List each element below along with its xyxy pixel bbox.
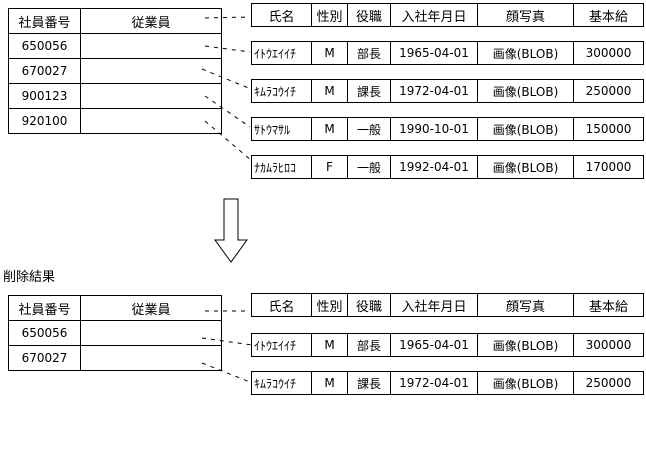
header-cell-employee-id: 社員番号 [8,8,81,34]
sex-cell: M [311,333,348,357]
photo-cell: 画像(BLOB) [477,371,574,395]
deletion-result-label: 削除結果 [3,270,56,285]
employee-id-cell: 670027 [8,58,81,84]
header-cell-salary: 基本給 [573,293,644,317]
table-row: 900123 [8,83,222,109]
employee-ref-cell [80,58,222,84]
salary-cell: 150000 [573,117,644,141]
photo-cell: 画像(BLOB) [477,41,574,65]
name-cell: ｲﾄｳｴｲｲﾁ [251,333,312,357]
detail-row-cells: ｲﾄｳｴｲｲﾁ M 部長 1965-04-01 画像(BLOB) 300000 [251,41,644,65]
detail-row: ｲﾄｳｴｲｲﾁ M 部長 1965-04-01 画像(BLOB) 300000 [251,41,644,65]
photo-cell: 画像(BLOB) [477,79,574,103]
sex-cell: M [311,117,348,141]
header-cell-photo: 顔写真 [477,293,574,317]
title-cell: 部長 [347,41,391,65]
detail-header: 氏名 性別 役職 入社年月日 顔写真 基本給 [251,3,644,27]
sex-cell: M [311,371,348,395]
detail-row: ﾅｶﾑﾗﾋﾛｺ F 一般 1992-04-01 画像(BLOB) 170000 [251,155,644,179]
header-cell-name: 氏名 [251,3,312,27]
table-row: 650056 [8,320,222,346]
detail-row-cells: ｻﾄｳﾏｻﾙ M 一般 1990-10-01 画像(BLOB) 150000 [251,117,644,141]
employee-ref-cell [80,33,222,59]
name-cell: ﾅｶﾑﾗﾋﾛｺ [251,155,312,179]
table-row: 670027 [8,345,222,371]
header-cell-hire-date: 入社年月日 [390,3,478,27]
title-cell: 部長 [347,333,391,357]
employee-id-cell: 650056 [8,33,81,59]
detail-row: ｲﾄｳｴｲｲﾁ M 部長 1965-04-01 画像(BLOB) 300000 [251,333,644,357]
header-cell-title: 役職 [347,293,391,317]
detail-header-row-after: 氏名 性別 役職 入社年月日 顔写真 基本給 [251,293,644,317]
photo-cell: 画像(BLOB) [477,155,574,179]
detail-row-cells: ｷﾑﾗｺｳｲﾁ M 課長 1972-04-01 画像(BLOB) 250000 [251,371,644,395]
title-cell: 課長 [347,79,391,103]
detail-header-row-before: 氏名 性別 役職 入社年月日 顔写真 基本給 [251,3,644,27]
detail-row: ｷﾑﾗｺｳｲﾁ M 課長 1972-04-01 画像(BLOB) 250000 [251,371,644,395]
detail-row-cells: ｷﾑﾗｺｳｲﾁ M 課長 1972-04-01 画像(BLOB) 250000 [251,79,644,103]
photo-cell: 画像(BLOB) [477,117,574,141]
salary-cell: 250000 [573,371,644,395]
table-row: 650056 [8,33,222,59]
employee-table-before: 社員番号 従業員 650056 670027 900123 920100 [8,8,222,134]
title-cell: 一般 [347,117,391,141]
sex-cell: F [311,155,348,179]
employee-id-cell: 900123 [8,83,81,109]
detail-header: 氏名 性別 役職 入社年月日 顔写真 基本給 [251,293,644,317]
hire-date-cell: 1992-04-01 [390,155,478,179]
title-cell: 課長 [347,371,391,395]
table-row: 670027 [8,58,222,84]
table-header-row: 社員番号 従業員 [8,295,222,321]
detail-row-cells: ｲﾄｳｴｲｲﾁ M 部長 1965-04-01 画像(BLOB) 300000 [251,333,644,357]
down-arrow-icon [214,198,248,263]
header-cell-photo: 顔写真 [477,3,574,27]
employee-id-cell: 650056 [8,320,81,346]
name-cell: ｷﾑﾗｺｳｲﾁ [251,79,312,103]
employee-ref-cell [80,83,222,109]
detail-row: ｻﾄｳﾏｻﾙ M 一般 1990-10-01 画像(BLOB) 150000 [251,117,644,141]
sex-cell: M [311,41,348,65]
hire-date-cell: 1965-04-01 [390,41,478,65]
employee-table-after: 社員番号 従業員 650056 670027 [8,295,222,371]
name-cell: ｻﾄｳﾏｻﾙ [251,117,312,141]
salary-cell: 170000 [573,155,644,179]
hire-date-cell: 1972-04-01 [390,371,478,395]
employee-ref-cell [80,320,222,346]
header-cell-hire-date: 入社年月日 [390,293,478,317]
employee-id-cell: 920100 [8,108,81,134]
header-cell-name: 氏名 [251,293,312,317]
header-cell-employee-id: 社員番号 [8,295,81,321]
header-cell-employee: 従業員 [80,8,222,34]
detail-row-cells: ﾅｶﾑﾗﾋﾛｺ F 一般 1992-04-01 画像(BLOB) 170000 [251,155,644,179]
table-header-row: 社員番号 従業員 [8,8,222,34]
employee-ref-cell [80,108,222,134]
header-cell-sex: 性別 [311,3,348,27]
hire-date-cell: 1972-04-01 [390,79,478,103]
sex-cell: M [311,79,348,103]
header-cell-salary: 基本給 [573,3,644,27]
employee-id-cell: 670027 [8,345,81,371]
name-cell: ｷﾑﾗｺｳｲﾁ [251,371,312,395]
detail-row: ｷﾑﾗｺｳｲﾁ M 課長 1972-04-01 画像(BLOB) 250000 [251,79,644,103]
name-cell: ｲﾄｳｴｲｲﾁ [251,41,312,65]
salary-cell: 250000 [573,79,644,103]
employee-ref-cell [80,345,222,371]
photo-cell: 画像(BLOB) [477,333,574,357]
header-cell-title: 役職 [347,3,391,27]
hire-date-cell: 1990-10-01 [390,117,478,141]
table-row: 920100 [8,108,222,134]
salary-cell: 300000 [573,41,644,65]
header-cell-employee: 従業員 [80,295,222,321]
title-cell: 一般 [347,155,391,179]
header-cell-sex: 性別 [311,293,348,317]
hire-date-cell: 1965-04-01 [390,333,478,357]
salary-cell: 300000 [573,333,644,357]
